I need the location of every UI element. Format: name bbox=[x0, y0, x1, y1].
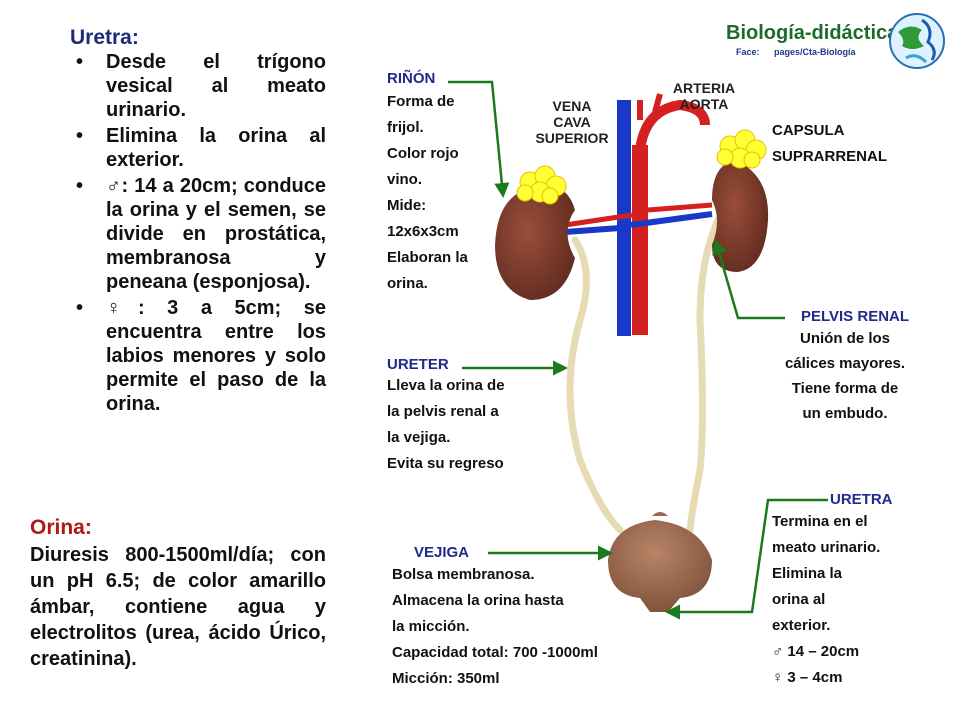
uretra-line: orina al bbox=[772, 591, 826, 608]
renal-vein-left bbox=[564, 225, 621, 235]
ureter-line: Evita su regreso bbox=[387, 455, 504, 472]
ureter-annotation: URETER Lleva la orina de la pelvis renal… bbox=[387, 356, 505, 477]
uretra-line: exterior. bbox=[772, 617, 831, 634]
uretra-diagram-title: URETRA bbox=[830, 491, 893, 508]
rinon-title: RIÑÓN bbox=[387, 70, 436, 87]
uretra-line: ♂ 14 – 20cm bbox=[772, 643, 860, 660]
ureter-line: Lleva la orina de bbox=[387, 377, 505, 394]
renal-artery-left bbox=[564, 212, 633, 228]
renal-vein-right bbox=[630, 211, 713, 228]
uretra-bullet-list: Desde el trígono vesical al meato urinar… bbox=[70, 50, 326, 418]
vejiga-line: Almacena la orina hasta bbox=[392, 592, 564, 609]
vejiga-line: la micción. bbox=[392, 618, 470, 635]
rinon-line: Elaboran la bbox=[387, 249, 468, 266]
rinon-line: frijol. bbox=[387, 119, 424, 136]
arrow-pelvis bbox=[712, 239, 785, 320]
pelvis-line: cálices mayores. bbox=[784, 355, 906, 372]
pelvis-line: Tiene forma de bbox=[791, 380, 899, 397]
uretra-line: Termina en el bbox=[772, 513, 868, 530]
uretra-bullet: Desde el trígono vesical al meato urinar… bbox=[70, 50, 326, 122]
left-ureter bbox=[566, 236, 624, 534]
vejiga-title: VEJIGA bbox=[414, 544, 470, 561]
arrow-uretra bbox=[665, 498, 828, 620]
arteria-label-line: AORTA bbox=[679, 96, 729, 112]
rinon-line: Mide: bbox=[387, 197, 427, 214]
arteria-aorta-label: ARTERIA AORTA bbox=[664, 80, 744, 112]
rinon-line: 12x6x3cm bbox=[387, 223, 459, 240]
uretra-line: meato urinario. bbox=[772, 539, 881, 556]
capsula-suprarrenal-label: CAPSULA SUPRARRENAL bbox=[772, 118, 887, 170]
orina-title: Orina: bbox=[30, 516, 92, 539]
uretra-bullet: ♂: 14 a 20cm; conduce la orina y el seme… bbox=[70, 174, 326, 294]
vejiga-line: Bolsa membranosa. bbox=[392, 566, 535, 583]
right-ureter bbox=[686, 216, 722, 534]
arteria-label-line: ARTERIA bbox=[672, 80, 736, 96]
capsula-line: SUPRARRENAL bbox=[772, 148, 888, 165]
rinon-annotation: RIÑÓN Forma de frijol. Color rojo vino. … bbox=[387, 70, 468, 297]
orina-description: Diuresis 800-1500ml/día; con un pH 6.5; … bbox=[30, 544, 326, 670]
uretra-line: ♀ 3 – 4cm bbox=[772, 669, 843, 686]
uretra-line: Elimina la bbox=[772, 565, 843, 582]
vejiga-annotation: VEJIGA Bolsa membranosa. Almacena la ori… bbox=[392, 544, 598, 692]
logo-subtitle: Face: pages/Cta-Biología bbox=[736, 47, 898, 57]
vena-label-line: VENA bbox=[552, 98, 592, 114]
logo-title: Biología-didáctica bbox=[726, 22, 899, 44]
ureter-line: la pelvis renal a bbox=[387, 403, 499, 420]
rinon-line: Color rojo bbox=[387, 145, 459, 162]
logo-subtitle-prefix: Face: bbox=[736, 47, 760, 57]
uretra-annotation: URETRA Termina en el meato urinario. Eli… bbox=[772, 491, 893, 691]
vejiga-line: Micción: 350ml bbox=[392, 670, 500, 687]
logo-subtitle-text: pages/Cta-Biología bbox=[774, 47, 856, 57]
arrow-rinon bbox=[448, 80, 510, 198]
uretra-title: Uretra: bbox=[70, 26, 139, 49]
uretra-bullet: ♀: 3 a 5cm; se encuentra entre los labio… bbox=[70, 296, 326, 416]
ureter-line: la vejiga. bbox=[387, 429, 451, 446]
renal-artery-right bbox=[647, 202, 713, 213]
pelvis-renal-annotation: PELVIS RENAL Unión de los cálices mayore… bbox=[770, 308, 920, 426]
left-adrenal-gland bbox=[516, 165, 567, 205]
ureter-title: URETER bbox=[387, 356, 449, 373]
rinon-line: Forma de bbox=[387, 93, 455, 110]
rinon-line: vino. bbox=[387, 171, 423, 188]
pelvis-line: un embudo. bbox=[802, 405, 888, 422]
rinon-line: orina. bbox=[387, 275, 428, 292]
aorta-trunk bbox=[632, 145, 648, 335]
vena-label-line: SUPERIOR bbox=[535, 130, 609, 146]
pelvis-line: Unión de los bbox=[800, 330, 890, 347]
pelvis-title: PELVIS RENAL bbox=[800, 308, 910, 325]
aorta bbox=[635, 99, 710, 151]
logo: Biología-didáctica Face: pages/Cta-Biolo… bbox=[726, 22, 898, 57]
left-kidney bbox=[495, 185, 575, 300]
vejiga-line: Capacidad total: 700 -1000ml bbox=[392, 644, 598, 661]
capsula-line: CAPSULA bbox=[772, 122, 845, 139]
vena-cava-label: VENA CAVA SUPERIOR bbox=[526, 98, 618, 146]
bladder bbox=[608, 520, 712, 612]
logo-globe-icon bbox=[889, 13, 945, 69]
vena-label-line: CAVA bbox=[553, 114, 591, 130]
right-adrenal-gland bbox=[716, 129, 767, 169]
uretra-bullet: Elimina la orina al exterior. bbox=[70, 124, 326, 172]
